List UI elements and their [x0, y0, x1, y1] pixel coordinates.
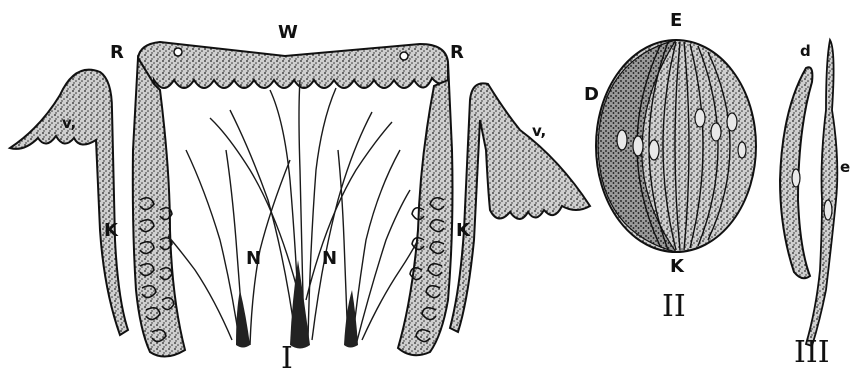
label-e: E	[670, 12, 682, 30]
label-e-small: e	[840, 160, 850, 175]
label-r-left: R	[110, 44, 124, 62]
label-n-left: N	[246, 250, 261, 268]
top-wall	[138, 42, 448, 88]
cell-e-nucleus	[824, 200, 832, 220]
right-arm	[398, 62, 453, 355]
figure-iii-numeral: III	[794, 338, 830, 368]
figure-iii-isolated-cells	[780, 40, 837, 346]
figure-i-cupula	[10, 42, 590, 357]
label-r-right: R	[450, 44, 464, 62]
label-k-left: K	[104, 222, 118, 240]
label-v-left: v,	[62, 116, 76, 131]
label-n-right: N	[322, 250, 337, 268]
cell-d-nucleus	[792, 169, 800, 187]
figure-i-numeral: I	[281, 344, 293, 374]
right-outer-lobe	[450, 83, 590, 332]
fibre-bundles	[236, 260, 358, 349]
figure-ii-taste-bud	[596, 40, 756, 252]
label-d-small: d	[800, 44, 811, 59]
label-k-ii: K	[670, 258, 684, 276]
label-d: D	[584, 86, 599, 104]
left-outer-lobe	[10, 70, 128, 335]
label-w: W	[278, 24, 298, 42]
nucleus	[400, 52, 408, 60]
figure-ii-numeral: II	[662, 292, 686, 322]
label-k-right: K	[456, 222, 470, 240]
label-v-right: v,	[532, 124, 546, 139]
nucleus	[174, 48, 182, 56]
